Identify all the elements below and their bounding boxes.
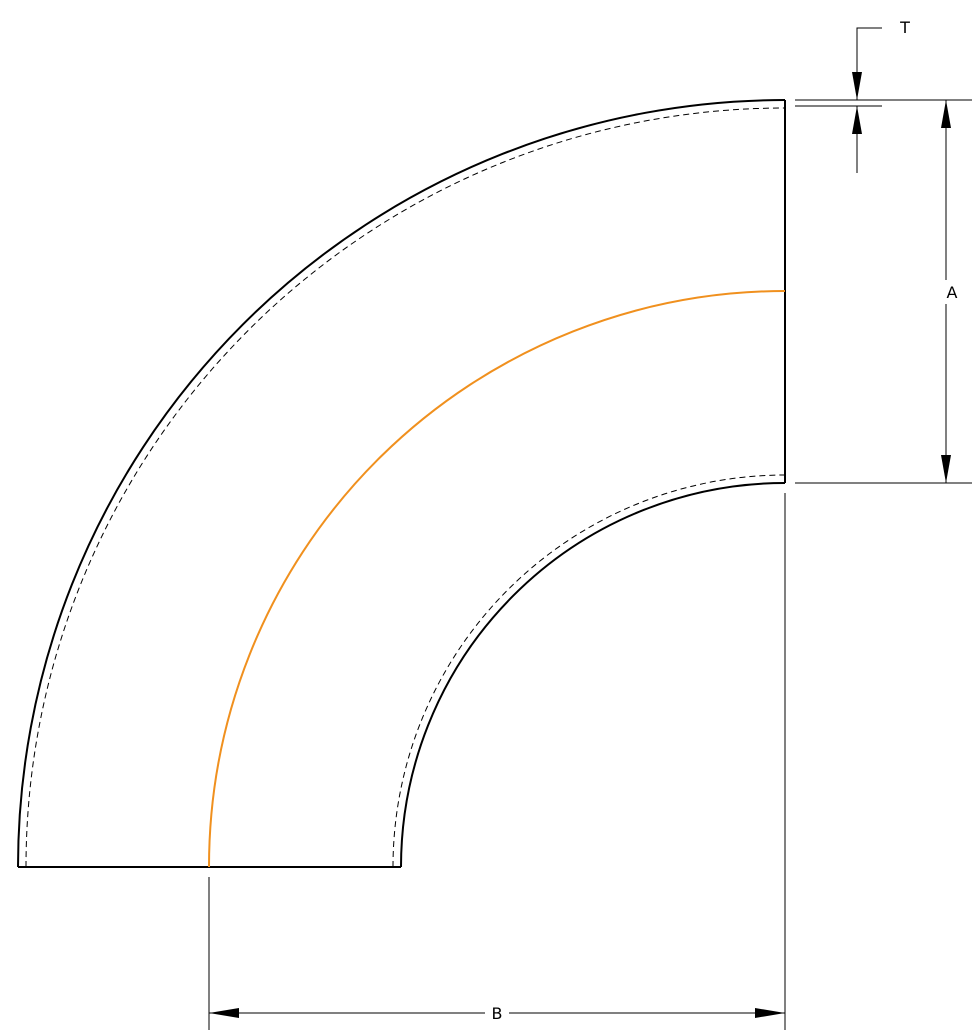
dimension-b-arrow-left [209, 1008, 239, 1018]
extension-lines [208, 99, 972, 1030]
dimension-a-label: A [947, 283, 958, 302]
dimension-b-label: B [492, 1004, 503, 1023]
elbow-body [17, 99, 786, 868]
dimension-b-arrow-right [755, 1008, 785, 1018]
outer-wall-arc [17, 99, 786, 868]
inner-wall-arc [400, 482, 786, 868]
dimension-a-arrow-top [941, 100, 951, 128]
dimension-a: A [941, 100, 958, 483]
dimension-t-arrow-down [852, 72, 862, 100]
dimension-a-arrow-bottom [941, 455, 951, 483]
inner-inside-wall-arc [392, 474, 786, 868]
outer-inside-wall-arc [25, 107, 786, 868]
centerline-arc [208, 290, 786, 868]
dimension-t-label: T [899, 18, 910, 37]
hidden-wall-lines [25, 107, 786, 868]
dimension-t-arrow-up [852, 106, 862, 134]
dimension-t: T [852, 18, 910, 173]
dimension-t-leader [856, 27, 882, 100]
dimension-b: B [209, 1004, 785, 1023]
